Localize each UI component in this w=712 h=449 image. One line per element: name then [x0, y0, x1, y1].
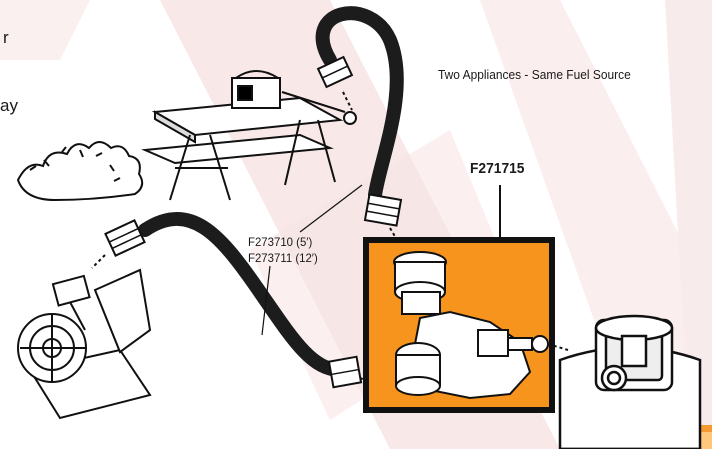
- hose-part-numbers: F273710 (5′) F273711 (12′): [248, 234, 318, 266]
- clipped-text-fragment: ay: [0, 96, 18, 116]
- hose-part-number-5ft: F273710 (5′): [248, 234, 318, 250]
- regulator-part-number: F271715: [470, 160, 524, 177]
- diagram-headline: Two Appliances - Same Fuel Source: [438, 67, 631, 82]
- pole-lamp-heater-icon: [18, 270, 150, 418]
- clipped-text-fragment: r: [3, 28, 9, 48]
- hose-part-number-12ft: F273711 (12′): [248, 250, 318, 266]
